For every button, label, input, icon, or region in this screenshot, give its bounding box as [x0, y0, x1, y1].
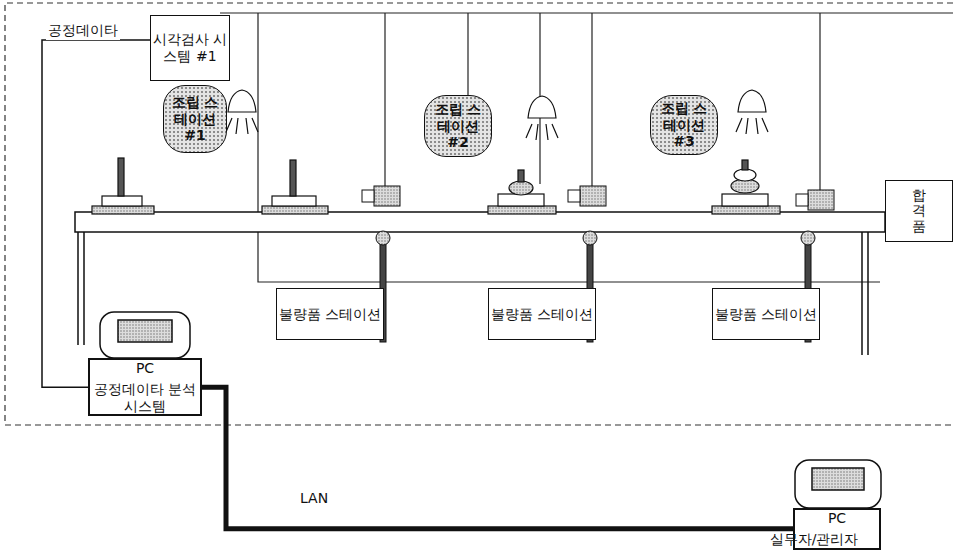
camera-lens: [796, 194, 808, 206]
pallets: [92, 158, 780, 214]
workpiece-shaft: [518, 170, 524, 182]
workpiece-shaft: [290, 160, 296, 196]
pusher-head: [801, 231, 815, 245]
pass-box: 합격품: [885, 180, 953, 242]
signal-wire: [383, 240, 808, 282]
light-rays: [226, 118, 258, 134]
workpiece-cap: [509, 181, 533, 195]
camera-lens: [568, 190, 580, 202]
pusher-head: [376, 231, 390, 245]
connector-label: 공정데이타: [46, 22, 120, 40]
monitors: [100, 312, 881, 508]
workpiece-cap: [734, 169, 756, 181]
node-label: PC: [828, 510, 846, 527]
pallet: [712, 206, 780, 214]
pallet: [262, 206, 328, 214]
assembly-station: 조립 스테이션 #3: [650, 95, 718, 155]
signal-wire: [220, 12, 953, 13]
node-label: PC: [136, 360, 154, 377]
connector-label: LAN: [298, 490, 330, 506]
lamp: [228, 90, 256, 112]
workpiece-shaft: [742, 160, 748, 170]
camera: [808, 190, 834, 210]
system-box: 시각검사 시스템 #1: [150, 15, 230, 81]
workpiece-base: [498, 194, 544, 206]
monitor-screen: [118, 320, 172, 342]
pc-box: PC실무자/관리자: [793, 508, 881, 550]
camera: [374, 186, 400, 206]
system-boundary: [5, 3, 953, 425]
light-rays: [736, 118, 768, 134]
signal-wires: [220, 13, 953, 282]
conveyor: [75, 212, 885, 355]
workpiece-base: [102, 196, 142, 206]
assembly-station: 조립 스테이션 #1: [163, 85, 227, 153]
pusher-head: [583, 231, 597, 245]
node-label: 불량품 스테이션: [715, 306, 817, 323]
node-label: 조립 스테이션 #1: [167, 94, 223, 144]
camera: [580, 186, 606, 206]
signal-wire: [384, 13, 385, 186]
workpiece-base: [722, 194, 768, 206]
node-label: 불량품 스테이션: [279, 306, 381, 323]
conveyor-belt: [75, 212, 885, 232]
node-label: 조립 스테이션 #3: [654, 100, 714, 150]
reject-station: 불량품 스테이션: [488, 288, 596, 340]
node-caption: 실무자/관리자: [749, 531, 879, 548]
monitor-screen: [812, 468, 864, 490]
monitor: [100, 312, 190, 358]
node-label: 합격품: [912, 188, 926, 234]
assembly-station: 조립 스테이션 #2: [424, 95, 492, 157]
signal-wire: [819, 13, 820, 190]
reject-station: 불량품 스테이션: [276, 288, 384, 340]
workpiece-shaft: [118, 158, 124, 196]
node-label: 불량품 스테이션: [491, 306, 593, 323]
light-rays: [526, 124, 558, 140]
reject-station: 불량품 스테이션: [712, 288, 820, 340]
signal-wire: [258, 13, 880, 282]
lamp: [738, 90, 766, 112]
lamp: [528, 96, 556, 118]
signal-wire: [591, 13, 592, 186]
connector: [202, 387, 793, 529]
workpiece-base: [272, 196, 316, 206]
node-caption: 공정데이타 분석시스템: [90, 381, 200, 415]
pc-box: PC 공정데이타 분석시스템: [88, 358, 202, 416]
monitor: [795, 460, 881, 508]
camera-lens: [362, 190, 374, 202]
conveyor-leg: [78, 232, 868, 355]
pallet: [488, 206, 556, 214]
connector: [42, 40, 150, 387]
node-label: 조립 스테이션 #2: [428, 101, 488, 151]
node-label: 시각검사 시스템 #1: [151, 31, 229, 65]
pallet: [92, 206, 154, 214]
